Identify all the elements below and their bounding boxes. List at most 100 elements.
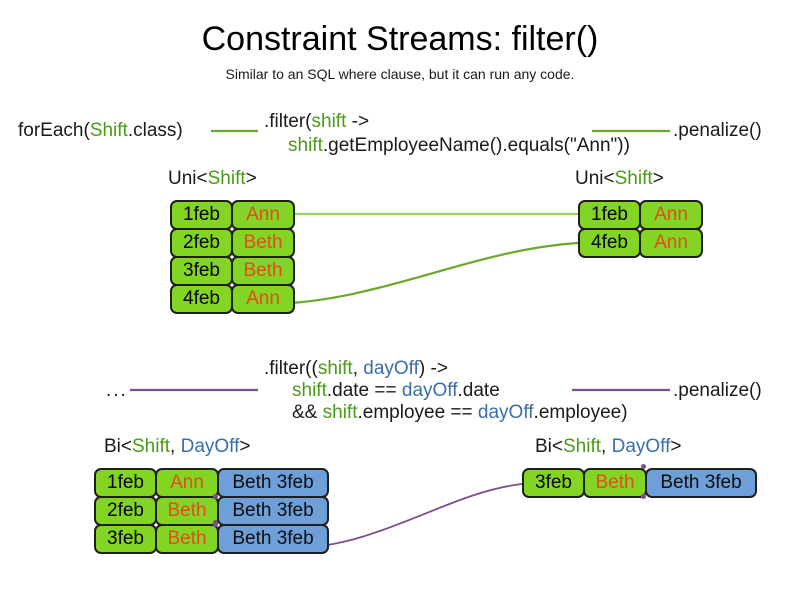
shift-date: 2feb — [170, 228, 233, 258]
tuple-joint-dot — [213, 494, 218, 499]
filter-2-l3-tail: .employee — [533, 402, 622, 423]
bi-left-type1: Shift — [132, 436, 171, 457]
bi-left-type2: DayOff — [180, 436, 240, 457]
bi-right-prefix: Bi< — [535, 436, 563, 457]
uni-right-card-stack: 1feb Ann 4feb Ann — [578, 200, 703, 258]
tuple-joint-dot — [213, 520, 218, 525]
uni-right-type: Shift — [614, 168, 653, 189]
filter-2-line-2: shift.date == dayOff.date — [264, 380, 628, 402]
bi-right-type2: DayOff — [611, 436, 671, 457]
filter-2-l3-shift: shift — [322, 402, 358, 423]
filter-2-l3-mid: .employee == — [357, 402, 478, 423]
filter-2-close: ) — [621, 402, 628, 423]
dayoff-fact: Beth 3feb — [217, 524, 329, 554]
filter-1-line-2: shift.getEmployeeName().equals("Ann")) — [264, 134, 630, 158]
filter-2-comma: , — [352, 358, 364, 379]
filter-1-param: shift — [311, 111, 347, 132]
foreach-suffix: .class) — [127, 120, 183, 141]
foreach-prefix: forEach( — [18, 120, 90, 141]
shift-card[interactable]: 4feb Ann — [170, 284, 295, 314]
uni-left-card-stack: 1feb Ann 2feb Beth 3feb Beth 4feb Ann — [170, 200, 295, 314]
uni-left-prefix: Uni< — [168, 168, 208, 189]
shift-card[interactable]: 1feb Ann — [170, 200, 295, 230]
shift-card[interactable]: 4feb Ann — [578, 228, 703, 258]
filter-1-line-1: .filter(shift -> — [264, 110, 630, 134]
bi-left-card-stack: 1feb Ann Beth 3feb 2feb Beth Beth 3feb 3… — [94, 468, 329, 554]
shift-date: 3feb — [170, 256, 233, 286]
shift-employee: Beth — [155, 496, 219, 526]
filter-1-head: .filter( — [264, 111, 312, 132]
foreach-source-label: forEach(Shift.class) — [18, 120, 183, 142]
stream-label-bi-right: Bi<Shift, DayOff> — [535, 436, 681, 458]
filter-2-l2-tail: .date — [457, 380, 500, 401]
filter-2-l2-dayoff: dayOff — [401, 380, 458, 401]
dayoff-fact: Beth 3feb — [645, 468, 757, 498]
page-subtitle: Similar to an SQL where clause, but it c… — [225, 66, 575, 82]
filter-2-head: .filter(( — [264, 358, 318, 379]
bi-tuple-card[interactable]: 3feb Beth Beth 3feb — [522, 464, 757, 499]
page-title: Constraint Streams: filter() — [201, 20, 599, 58]
bi-right-type1: Shift — [563, 436, 602, 457]
filter-2-param-shift: shift — [317, 358, 353, 379]
shift-employee: Ann — [231, 200, 295, 230]
penalize-label-1: .penalize() — [673, 120, 762, 141]
shift-employee: Ann — [155, 468, 219, 498]
dayoff-fact: Beth 3feb — [217, 468, 329, 498]
shift-employee: Beth — [583, 468, 647, 498]
shift-date: 4feb — [578, 228, 641, 258]
shift-card[interactable]: 1feb Ann — [578, 200, 703, 230]
filter-2-l3-and: && — [292, 402, 323, 423]
filter-expression-1: .filter(shift -> shift.getEmployeeName()… — [264, 110, 630, 158]
filter-1-body: .getEmployeeName().equals("Ann") — [322, 135, 624, 156]
shift-date: 4feb — [170, 284, 233, 314]
filter-2-arrow: ) -> — [418, 358, 448, 379]
bi-left-suffix: > — [239, 436, 251, 457]
shift-date: 3feb — [94, 524, 157, 554]
shift-employee: Ann — [639, 200, 703, 230]
stream-label-uni-left: Uni<Shift> — [168, 168, 257, 190]
tuple-joint-dot — [641, 464, 646, 469]
shift-date: 2feb — [94, 496, 157, 526]
bi-left-comma: , — [170, 436, 181, 457]
penalize-label-2: .penalize() — [673, 380, 762, 401]
stream-label-uni-right: Uni<Shift> — [575, 168, 664, 190]
filter-1-arrow: -> — [346, 111, 370, 132]
shift-date: 1feb — [170, 200, 233, 230]
dayoff-fact: Beth 3feb — [217, 496, 329, 526]
bi-right-card-stack: 3feb Beth Beth 3feb — [522, 464, 757, 499]
uni-right-suffix: > — [652, 168, 664, 189]
uni-right-prefix: Uni< — [575, 168, 615, 189]
bi-left-prefix: Bi< — [104, 436, 132, 457]
shift-employee: Beth — [231, 228, 295, 258]
shift-date: 1feb — [578, 200, 641, 230]
wire-bi-3feb — [296, 483, 523, 549]
shift-employee: Ann — [231, 284, 295, 314]
wire-shift-4feb — [269, 241, 579, 306]
bi-tuple-card[interactable]: 1feb Ann Beth 3feb — [94, 468, 329, 499]
tuple-joint-dot — [641, 494, 646, 499]
source-ellipsis-label: ... — [106, 380, 128, 401]
bi-right-suffix: > — [670, 436, 682, 457]
uni-left-type: Shift — [207, 168, 246, 189]
shift-date: 3feb — [522, 468, 585, 498]
filter-2-l2-shift: shift — [292, 380, 327, 401]
filter-2-line-1: .filter((shift, dayOff) -> — [264, 358, 628, 380]
filter-2-l2-mid: .date == — [326, 380, 402, 401]
shift-employee: Beth — [155, 524, 219, 554]
bi-tuple-card[interactable]: 3feb Beth Beth 3feb — [94, 520, 329, 554]
filter-expression-2: .filter((shift, dayOff) -> shift.date ==… — [264, 358, 628, 424]
bi-right-comma: , — [601, 436, 612, 457]
shift-date: 1feb — [94, 468, 157, 498]
foreach-type: Shift — [89, 120, 128, 141]
shift-card[interactable]: 3feb Beth — [170, 256, 295, 286]
bi-tuple-card[interactable]: 2feb Beth Beth 3feb — [94, 496, 329, 527]
shift-card[interactable]: 2feb Beth — [170, 228, 295, 258]
filter-2-line-3: && shift.employee == dayOff.employee) — [264, 402, 628, 424]
filter-2-l3-dayoff: dayOff — [477, 402, 534, 423]
shift-employee: Ann — [639, 228, 703, 258]
filter-2-param-dayoff: dayOff — [363, 358, 419, 379]
uni-left-suffix: > — [245, 168, 257, 189]
filter-1-close: ) — [623, 135, 630, 156]
stream-label-bi-left: Bi<Shift, DayOff> — [104, 436, 250, 458]
